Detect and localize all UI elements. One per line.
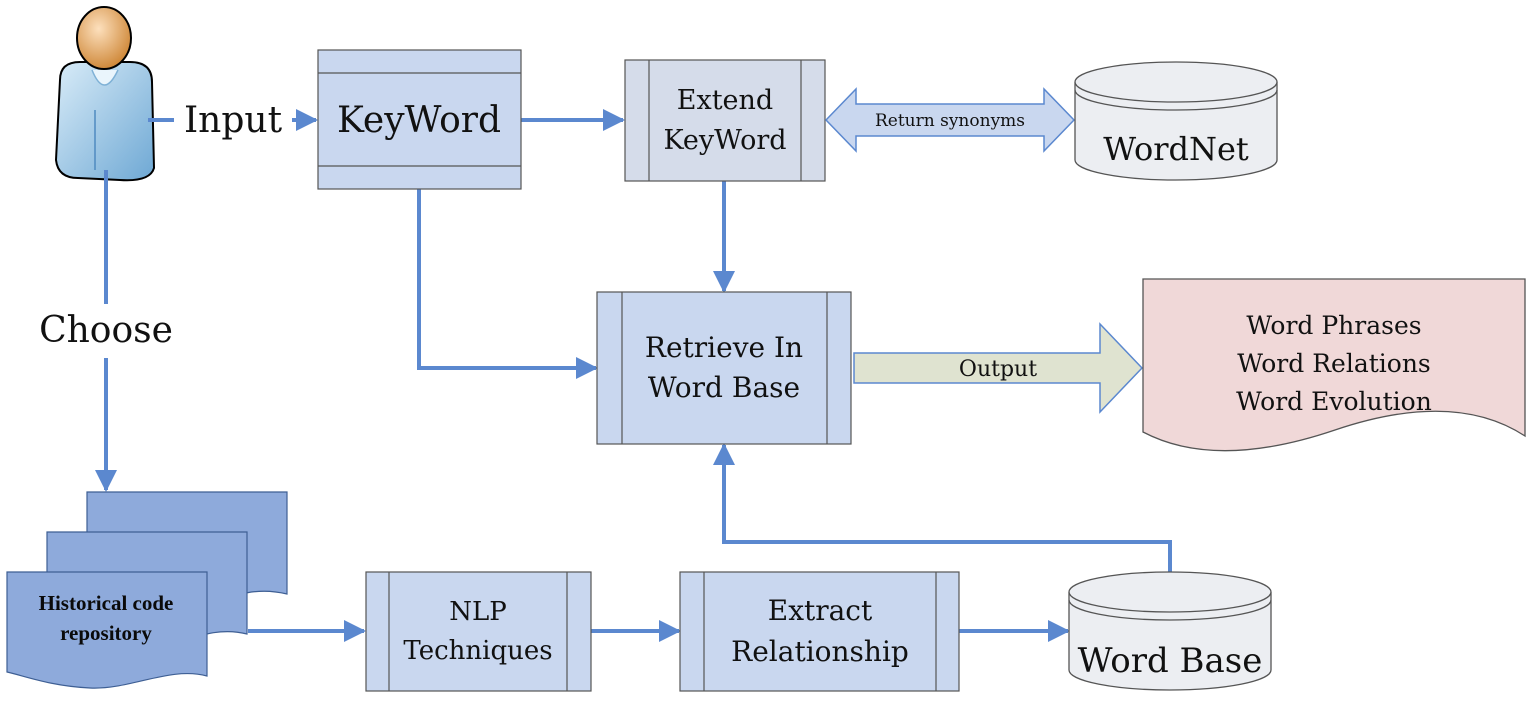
- nlp-box: [365, 571, 592, 692]
- keyword-box: [317, 49, 522, 190]
- extract-box: [679, 571, 960, 692]
- retrieve-label-line1: Retrieve In: [645, 331, 803, 364]
- arrow-keyword-retrieve: [417, 189, 598, 379]
- output-arrow-label: Output: [959, 357, 1037, 382]
- repository-documents: [6, 491, 288, 689]
- input-label: Input: [184, 100, 283, 141]
- synonyms-label: Return synonyms: [875, 111, 1025, 131]
- extend-label-line2: KeyWord: [663, 125, 786, 156]
- output-line-2: Word Relations: [1237, 349, 1431, 378]
- user-icon: [54, 6, 156, 182]
- synonyms-double-arrow: [824, 87, 1076, 153]
- retrieve-box: [596, 291, 852, 445]
- output-line-1: Word Phrases: [1246, 311, 1421, 340]
- wordnet-database: [1074, 61, 1278, 181]
- keyword-label: KeyWord: [337, 100, 501, 141]
- nlp-label-line2: Techniques: [403, 636, 552, 666]
- output-document: [1142, 278, 1526, 452]
- arrow-wordbase-retrieve: [713, 443, 1172, 574]
- wordbase-database: [1068, 571, 1272, 691]
- output-line-3: Word Evolution: [1236, 387, 1432, 416]
- nlp-label-line1: NLP: [449, 597, 507, 627]
- choose-label: Choose: [39, 310, 173, 351]
- repository-label-line2: repository: [60, 621, 152, 645]
- extract-label-line1: Extract: [768, 594, 873, 627]
- output-arrow: [853, 322, 1144, 414]
- retrieve-label-line2: Word Base: [648, 371, 800, 404]
- repository-label-line1: Historical code: [39, 591, 174, 615]
- extend-keyword-box: [624, 59, 826, 182]
- wordbase-label: Word Base: [1078, 641, 1263, 681]
- extract-label-line2: Relationship: [731, 635, 909, 668]
- extend-label-line1: Extend: [677, 85, 773, 116]
- wordnet-label: WordNet: [1103, 130, 1249, 168]
